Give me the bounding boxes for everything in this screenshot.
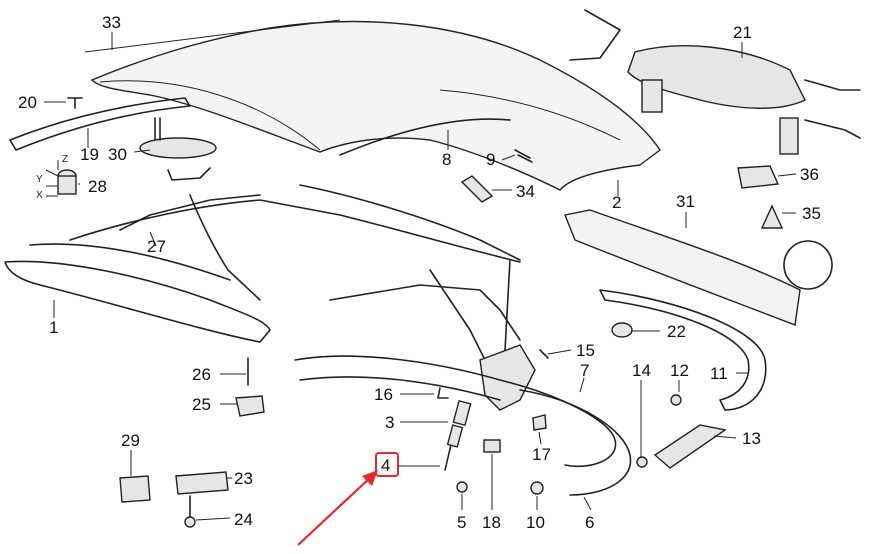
- part-7-side-rail: [294, 355, 617, 467]
- label-7: 7: [580, 361, 589, 380]
- label-21: 21: [733, 23, 752, 42]
- part-4-strut-rod: [444, 424, 464, 471]
- label-8: 8: [442, 150, 451, 169]
- part-30-bracket: [139, 117, 217, 181]
- label-17: 17: [532, 445, 551, 464]
- label-9: 9: [486, 150, 495, 169]
- part-6-side-rail: [519, 389, 632, 496]
- label-14: 14: [632, 361, 651, 380]
- label-22: 22: [667, 322, 686, 341]
- part-3-strut: [452, 399, 472, 427]
- part-36-box: [737, 165, 780, 189]
- small-hardware: [119, 349, 682, 528]
- label-27: 27: [147, 237, 166, 256]
- part-27-frame: [69, 194, 521, 263]
- axis-letter-z: Z: [62, 154, 68, 165]
- part-33-soft-top: [84, 19, 661, 191]
- label-24: 24: [234, 510, 253, 529]
- label-16: 16: [374, 385, 393, 404]
- part-21-rear-bar: [569, 9, 861, 155]
- highlight-box: [375, 452, 399, 477]
- label-29: 29: [121, 431, 140, 450]
- part-19-seal-strip: [9, 97, 191, 151]
- part-9-clip: [514, 149, 533, 163]
- part-11-corner-seal: [599, 289, 767, 411]
- label-26: 26: [192, 365, 211, 384]
- label-2: 2: [612, 193, 621, 212]
- label-19: 19: [80, 145, 99, 164]
- label-34: 34: [516, 182, 535, 201]
- label-13: 13: [742, 429, 761, 448]
- label-18: 18: [482, 513, 501, 532]
- main-linkage: [189, 184, 536, 411]
- part-13-seal: [653, 424, 727, 469]
- label-12: 12: [670, 361, 689, 380]
- axis-letter-x: X: [36, 190, 43, 201]
- part-20-pin: [67, 97, 83, 109]
- label-23: 23: [234, 469, 253, 488]
- highlight-arrow: [297, 470, 378, 546]
- label-20: 20: [18, 93, 37, 112]
- labels: 33 20 19 30 28 27 1 21 8 9 34 2 36 35 31…: [18, 13, 821, 532]
- label-15: 15: [576, 341, 595, 360]
- part-22-cap: [611, 322, 633, 338]
- label-35: 35: [802, 204, 821, 223]
- label-6: 6: [585, 513, 594, 532]
- leader-lines: [44, 32, 797, 521]
- part-34-sleeve: [460, 175, 494, 203]
- label-10: 10: [526, 513, 545, 532]
- part-35-wedge: [760, 204, 784, 229]
- label-33: 33: [102, 13, 121, 32]
- label-25: 25: [192, 395, 211, 414]
- label-28: 28: [88, 177, 107, 196]
- label-5: 5: [457, 513, 466, 532]
- part-31-rear-window: [564, 209, 833, 326]
- label-4: 4: [381, 456, 390, 475]
- label-3: 3: [385, 413, 394, 432]
- part-1-front-frame: [4, 243, 271, 343]
- part-28-knob: [45, 160, 77, 197]
- part-8-rear-cable: [339, 118, 511, 156]
- label-11: 11: [710, 364, 728, 383]
- label-1: 1: [49, 318, 58, 337]
- label-36: 36: [800, 165, 819, 184]
- axis-letter-y: Y: [36, 174, 43, 185]
- label-31: 31: [676, 192, 695, 211]
- axis-letters: Z Y X: [36, 154, 68, 201]
- label-30: 30: [108, 145, 127, 164]
